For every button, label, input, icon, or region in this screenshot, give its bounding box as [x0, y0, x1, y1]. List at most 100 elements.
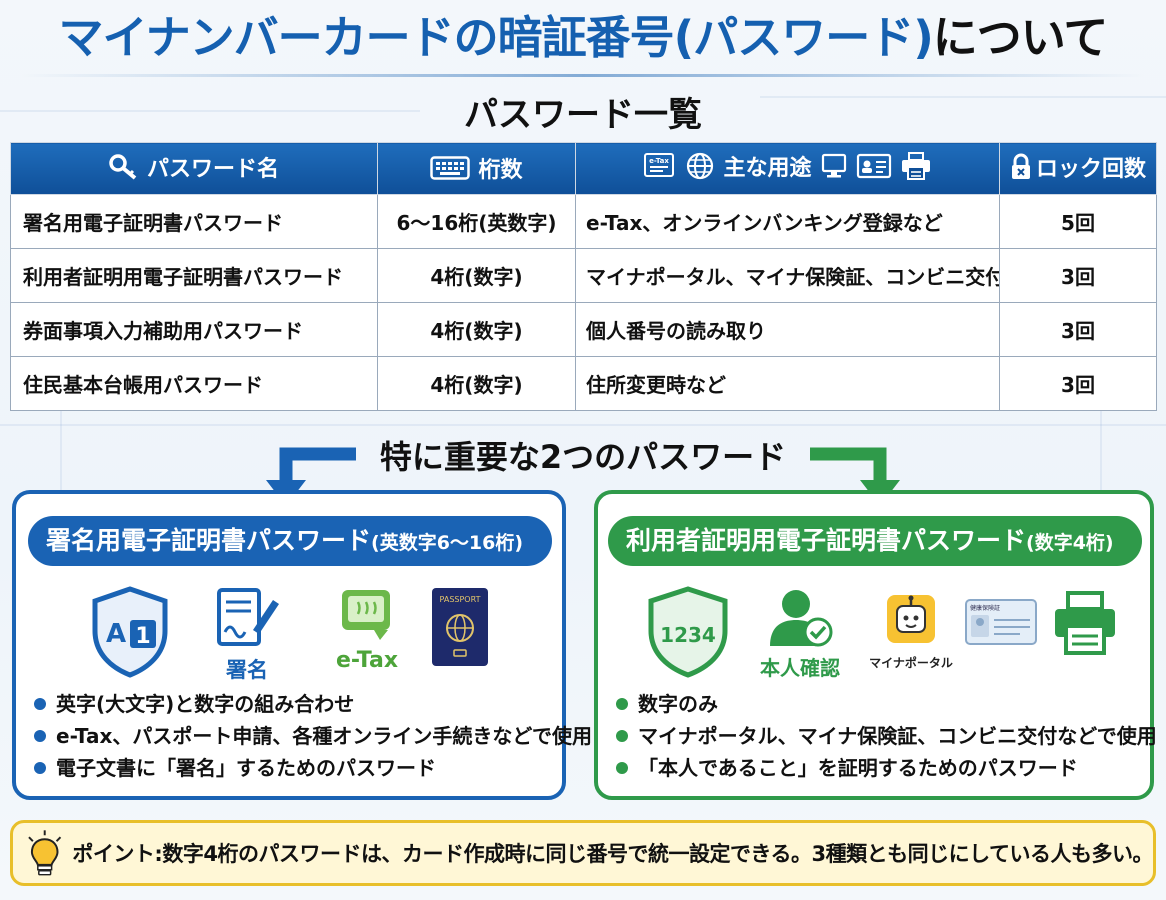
printer-icon — [1055, 591, 1115, 655]
point-note: ポイント:数字4桁のパスワードは、カード作成時に同じ番号で統一設定できる。3種類… — [10, 820, 1156, 886]
column-header-name: パスワード名 — [10, 142, 378, 195]
title-divider — [20, 74, 1146, 77]
table-cell-lock: 3回 — [999, 248, 1157, 303]
lightbulb-icon — [28, 830, 62, 876]
card-title: 署名用電子証明書パスワード(英数字6〜16桁) — [28, 516, 552, 566]
column-header-lock: ロック回数 — [999, 142, 1157, 195]
printer-icon — [901, 152, 930, 180]
list-item-text: 「本人であること」を証明するためのパスワード — [638, 756, 1078, 780]
table-row: 署名用電子証明書パスワード 6〜16桁(英数字) e-Tax、オンラインバンキン… — [10, 194, 1157, 249]
etax-icon-label: e-Tax — [335, 648, 399, 673]
column-header-label: パスワード名 — [146, 157, 279, 182]
password-table: パスワード名 桁数 — [10, 142, 1157, 411]
table-cell-name: 券面事項入力補助用パスワード — [10, 302, 378, 357]
shield-letter: A — [106, 619, 126, 649]
list-item: e-Tax、パスポート申請、各種オンライン手続きなどで使用 — [34, 720, 592, 752]
table-cell-lock: 3回 — [999, 356, 1157, 411]
point-text: ポイント:数字4桁のパスワードは、カード作成時に同じ番号で統一設定できる。3種類… — [72, 838, 1153, 868]
signature-icon — [217, 588, 279, 646]
table-cell-digits: 4桁(数字) — [377, 356, 576, 411]
keyboard-icon — [430, 155, 471, 180]
etax-icon-text: e-Tax — [650, 157, 670, 165]
pin-shield-icon: 1234 — [648, 586, 728, 678]
table-cell-name: 住民基本台帳用パスワード — [10, 356, 378, 411]
pc-icon — [821, 153, 846, 178]
lock-icon — [1011, 153, 1030, 179]
signature-icon-group: 署名 — [212, 586, 282, 684]
list-item: 電子文書に「署名」するためのパスワード — [34, 752, 592, 784]
page-title: マイナンバーカードの暗証番号(パスワード)について — [0, 4, 1166, 72]
list-item: マイナポータル、マイナ保険証、コンビニ交付などで使用 — [616, 720, 1157, 752]
background-line — [1100, 400, 1102, 490]
background-line — [60, 400, 62, 490]
bullet-dot — [34, 698, 46, 710]
list-item-text: e-Tax、パスポート申請、各種オンライン手続きなどで使用 — [56, 724, 592, 748]
a1-shield-icon: A 1 — [92, 586, 168, 678]
shield-number: 1 — [135, 624, 150, 649]
column-header-label: ロック回数 — [1035, 156, 1146, 182]
bullet-dot — [616, 730, 628, 742]
id-card-icon — [856, 153, 891, 179]
point-body: 数字4桁のパスワードは、カード作成時に同じ番号で統一設定できる。3種類とも同じに… — [162, 842, 1153, 866]
table-cell-digits: 4桁(数字) — [377, 302, 576, 357]
pin-text: 1234 — [660, 623, 716, 647]
identity-check-icon — [770, 590, 833, 647]
column-header-label: 主な用途 — [723, 156, 812, 181]
background-line — [760, 96, 1166, 98]
signature-icon-label: 署名 — [226, 658, 268, 682]
column-header-digits: 桁数 — [377, 142, 576, 195]
table-cell-lock: 5回 — [999, 194, 1157, 249]
card-bullet-list: 英字(大文字)と数字の組み合わせ e-Tax、パスポート申請、各種オンライン手続… — [34, 688, 592, 784]
insurance-card-text: 健康保険証 — [970, 604, 1000, 612]
card-title-main: 利用者証明用電子証明書パスワード — [626, 526, 1027, 555]
background-line — [0, 424, 1166, 426]
table-cell-name: 利用者証明用電子証明書パスワード — [10, 248, 378, 303]
identity-check-icon-group: 本人確認 — [750, 586, 850, 681]
card-title-main: 署名用電子証明書パスワード — [46, 526, 372, 555]
passport-text: PASSPORT — [440, 595, 481, 604]
list-item-text: 電子文書に「署名」するためのパスワード — [56, 756, 436, 780]
column-header-usage: e-Tax 主な用途 — [575, 142, 1000, 195]
list-item: 「本人であること」を証明するためのパスワード — [616, 752, 1157, 784]
identity-check-label: 本人確認 — [760, 656, 840, 680]
insurance-card-icon: 健康保険証 — [965, 599, 1037, 645]
card-title: 利用者証明用電子証明書パスワード(数字4桁) — [608, 516, 1142, 566]
bullet-dot — [616, 698, 628, 710]
card-icon-row: 1234 本人確認 マイナポータル — [598, 586, 1150, 686]
myna-portal-label: マイナポータル — [869, 656, 953, 670]
bullet-dot — [34, 730, 46, 742]
table-heading: パスワード一覧 — [464, 95, 702, 135]
list-item: 英字(大文字)と数字の組み合わせ — [34, 688, 592, 720]
myna-portal-icon — [887, 595, 935, 643]
table-cell-usage: 住所変更時など — [575, 356, 1000, 411]
card-icon-row: A 1 署名 e-Tax PASSPORT — [16, 586, 562, 686]
list-item-text: マイナポータル、マイナ保険証、コンビニ交付などで使用 — [638, 724, 1157, 748]
etax-icon: e-Tax — [644, 153, 675, 177]
myna-portal-icon-group: マイナポータル — [866, 592, 956, 671]
background-line — [0, 110, 420, 112]
table-cell-usage: マイナポータル、マイナ保険証、コンビニ交付など — [575, 248, 1000, 303]
globe-icon — [687, 152, 714, 180]
key-icon — [109, 154, 137, 180]
list-item-text: 数字のみ — [638, 692, 718, 716]
passport-icon: PASSPORT — [432, 588, 488, 666]
table-cell-usage: 個人番号の読み取り — [575, 302, 1000, 357]
table-cell-digits: 6〜16桁(英数字) — [377, 194, 576, 249]
table-cell-name: 署名用電子証明書パスワード — [10, 194, 378, 249]
user-certificate-password-card: 利用者証明用電子証明書パスワード(数字4桁) 1234 本人確認 — [594, 490, 1157, 800]
card-title-note: (数字4桁) — [1026, 532, 1114, 554]
card-title-note: (英数字6〜16桁) — [371, 532, 524, 554]
column-header-label: 桁数 — [478, 157, 523, 183]
page-title-main: マイナンバーカードの暗証番号(パスワード) — [58, 11, 934, 64]
list-item-text: 英字(大文字)と数字の組み合わせ — [56, 692, 355, 716]
table-row: 住民基本台帳用パスワード 4桁(数字) 住所変更時など 3回 — [10, 356, 1157, 411]
etax-icon — [342, 590, 390, 640]
table-header-row: パスワード名 桁数 — [10, 142, 1157, 195]
table-cell-digits: 4桁(数字) — [377, 248, 576, 303]
point-label: ポイント: — [72, 842, 163, 866]
page-title-suffix: について — [932, 11, 1109, 64]
card-bullet-list: 数字のみ マイナポータル、マイナ保険証、コンビニ交付などで使用 「本人であること… — [616, 688, 1157, 784]
table-row: 利用者証明用電子証明書パスワード 4桁(数字) マイナポータル、マイナ保険証、コ… — [10, 248, 1157, 303]
etax-icon-group: e-Tax — [322, 586, 412, 673]
bullet-dot — [34, 762, 46, 774]
